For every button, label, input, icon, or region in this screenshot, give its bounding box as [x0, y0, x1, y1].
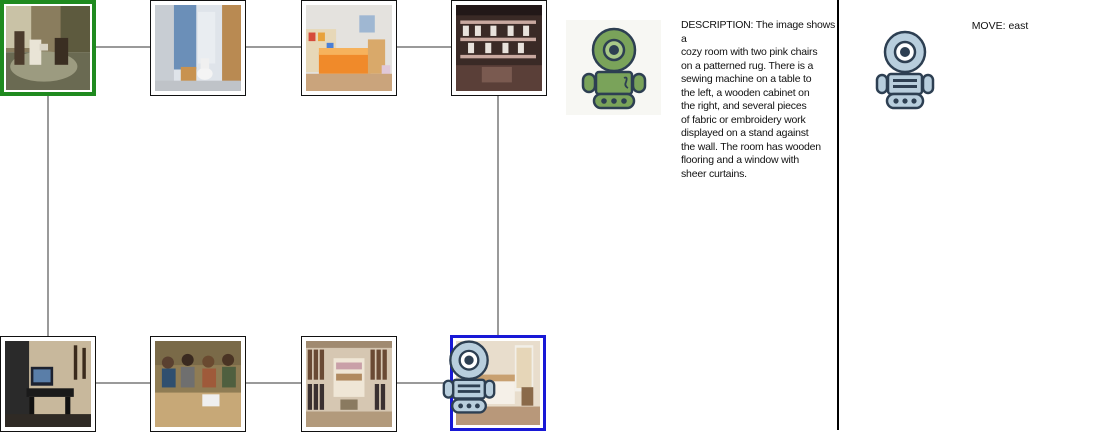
room-node-shop[interactable] — [451, 0, 547, 96]
green-robot-icon — [581, 27, 647, 110]
room-node-closet[interactable] — [301, 336, 397, 432]
edge-bedroom-shop — [395, 46, 451, 48]
edge-closet-hotel — [395, 382, 451, 384]
bathroom-photo — [155, 5, 241, 91]
classroom-photo — [155, 341, 241, 427]
move-action-text: MOVE: east — [971, 20, 1029, 32]
edge-classroom-closet — [245, 382, 302, 384]
edge-shop-hotel — [497, 95, 499, 337]
panel-divider — [837, 0, 839, 430]
edge-studio-classroom — [95, 382, 151, 384]
edge-living-bathroom — [95, 46, 151, 48]
room-node-studio[interactable] — [0, 336, 96, 432]
studio-photo — [5, 341, 91, 427]
room-node-classroom[interactable] — [150, 336, 246, 432]
closet-photo — [306, 341, 392, 427]
robot-position-icon — [442, 340, 496, 414]
room-node-bathroom[interactable] — [150, 0, 246, 96]
bedroom-photo — [306, 5, 392, 91]
room-node-bedroom[interactable] — [301, 0, 397, 96]
edge-living-studio — [47, 95, 49, 337]
shop-photo — [456, 5, 542, 91]
robot-panel — [566, 20, 661, 115]
blue-robot-icon — [875, 30, 935, 110]
room-description-text: DESCRIPTION: The image shows a cozy room… — [681, 19, 836, 180]
room-node-living-room[interactable] — [0, 0, 96, 96]
edge-bathroom-bedroom — [245, 46, 302, 48]
living-room-photo — [6, 6, 90, 90]
